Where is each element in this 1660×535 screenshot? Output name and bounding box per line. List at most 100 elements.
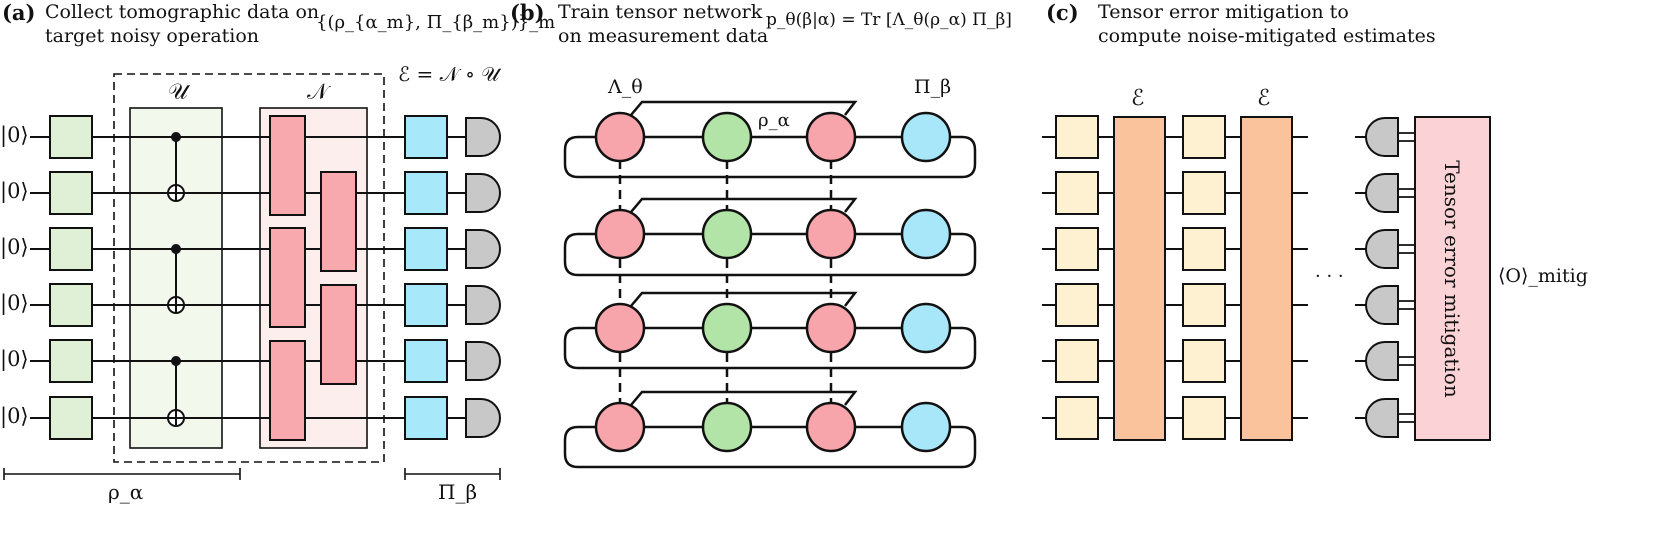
measurement-meter [465, 117, 501, 157]
measurement-meter [1365, 229, 1399, 269]
repetition-dots: · · · [1315, 266, 1344, 287]
cnot-control [171, 132, 181, 142]
channel-label: ℰ [1131, 86, 1145, 111]
noise-gate [320, 171, 357, 272]
preparation-gate [49, 339, 93, 383]
noise-gate [320, 284, 357, 385]
measurement-basis-gate [404, 115, 448, 159]
model-probability: p_θ(β|α) = Tr [Λ_θ(ρ_α) Π_β] [766, 10, 1012, 30]
noise-gate [269, 227, 306, 328]
measurement-meter [1365, 117, 1399, 157]
panel-a: (a) Collect tomographic data on target n… [0, 0, 555, 535]
channel-node-lambda [594, 302, 646, 354]
ket-zero: |0⟩ [0, 235, 29, 259]
measurement-meter [1365, 173, 1399, 213]
measurement-basis-gate [404, 283, 448, 327]
preparation-gate [49, 115, 93, 159]
ket-zero: |0⟩ [0, 291, 29, 315]
unitary-label: 𝒰 [168, 80, 188, 105]
local-gate [1055, 227, 1099, 271]
trace-loop [563, 425, 977, 469]
panel-c-caption-line1: Tensor error mitigation to [1098, 1, 1349, 23]
error-mitigation-diagram [1042, 115, 1491, 441]
trace-loop [563, 135, 977, 179]
circuit-diagram [3, 73, 501, 480]
measurement-meter [1365, 398, 1399, 438]
state-node-rho [701, 208, 753, 260]
measurement-basis-gate [404, 396, 448, 440]
local-gate [1055, 115, 1099, 159]
noise-label: 𝒩 [307, 80, 329, 105]
effect-node-pi [900, 401, 952, 453]
panel-a-caption-line1: Collect tomographic data on [45, 1, 320, 23]
preparation-gate [49, 227, 93, 271]
noise-gate [269, 115, 306, 216]
measurement-meter [465, 398, 501, 438]
channel-node-lambda [594, 111, 646, 163]
channel-composition: ℰ = 𝒩 ∘ 𝒰 [398, 62, 500, 86]
trace-loop [563, 232, 977, 277]
measurement-meter [465, 173, 501, 213]
panel-c-caption-line2: compute noise-mitigated estimates [1098, 25, 1436, 47]
local-gate [1182, 283, 1226, 327]
ket-zero: |0⟩ [0, 123, 29, 147]
preparation-gate [49, 171, 93, 215]
panel-c: (c) Tensor error mitigation to compute n… [1040, 0, 1660, 535]
panel-a-caption-line2: target noisy operation [45, 25, 260, 47]
channel-node-lambda [805, 401, 857, 453]
channel-node-lambda [594, 208, 646, 260]
cnot-control [171, 356, 181, 366]
ket-zero: |0⟩ [0, 347, 29, 371]
local-gate [1182, 227, 1226, 271]
state-node-rho [701, 111, 753, 163]
noisy-channel-layer [1240, 116, 1293, 441]
channel-node-lambda [594, 401, 646, 453]
measurement-meter [1365, 285, 1399, 325]
panel-b-caption-line1: Train tensor network [558, 1, 763, 23]
channel-label: ℰ [1257, 86, 1271, 111]
panel-b-label: (b) [510, 0, 545, 25]
ket-zero: |0⟩ [0, 179, 29, 203]
noise-gate [269, 340, 306, 441]
local-gate [1182, 339, 1226, 383]
local-gate [1055, 171, 1099, 215]
local-gate [1182, 115, 1226, 159]
local-gate [1182, 396, 1226, 440]
tensor-network-diagram [563, 100, 977, 469]
noisy-operation-box [113, 73, 385, 463]
measurement-meter [465, 341, 501, 381]
measurement-meter [1365, 341, 1399, 381]
local-gate [1055, 396, 1099, 440]
measurement-meter [465, 285, 501, 325]
effect-node-pi [900, 208, 952, 260]
rho-alpha-label: ρ_α [108, 480, 144, 504]
channel-node-lambda [805, 111, 857, 163]
pi-beta-label: Π_β [438, 480, 478, 504]
panel-b-caption-line2: on measurement data [558, 25, 769, 47]
local-gate [1182, 171, 1226, 215]
measurement-basis-gate [404, 339, 448, 383]
panel-c-label: (c) [1046, 0, 1079, 25]
local-gate [1055, 339, 1099, 383]
rho-alpha-label: ρ_α [758, 110, 790, 131]
panel-b: (b) Train tensor network on measurement … [510, 0, 1030, 535]
preparation-gate [49, 283, 93, 327]
measurement-basis-gate [404, 227, 448, 271]
state-node-rho [701, 401, 753, 453]
measurement-meter [465, 229, 501, 269]
panel-a-label: (a) [2, 0, 36, 25]
preparation-gate [49, 396, 93, 440]
local-gate [1055, 283, 1099, 327]
effect-node-pi [900, 111, 952, 163]
mitigated-observable: ⟨O⟩_mitig [1498, 265, 1588, 287]
measurement-basis-gate [404, 171, 448, 215]
pi-beta-label: Π_β [914, 76, 952, 98]
ket-zero: |0⟩ [0, 404, 29, 428]
state-node-rho [701, 302, 753, 354]
channel-node-lambda [805, 302, 857, 354]
tomographic-dataset: {(ρ_{α_m}, Π_{β_m})}_m [316, 12, 556, 33]
cnot-control [171, 244, 181, 254]
channel-node-lambda [805, 208, 857, 260]
tem-label: Tensor error mitigation [1440, 160, 1464, 398]
trace-loop [563, 326, 977, 370]
